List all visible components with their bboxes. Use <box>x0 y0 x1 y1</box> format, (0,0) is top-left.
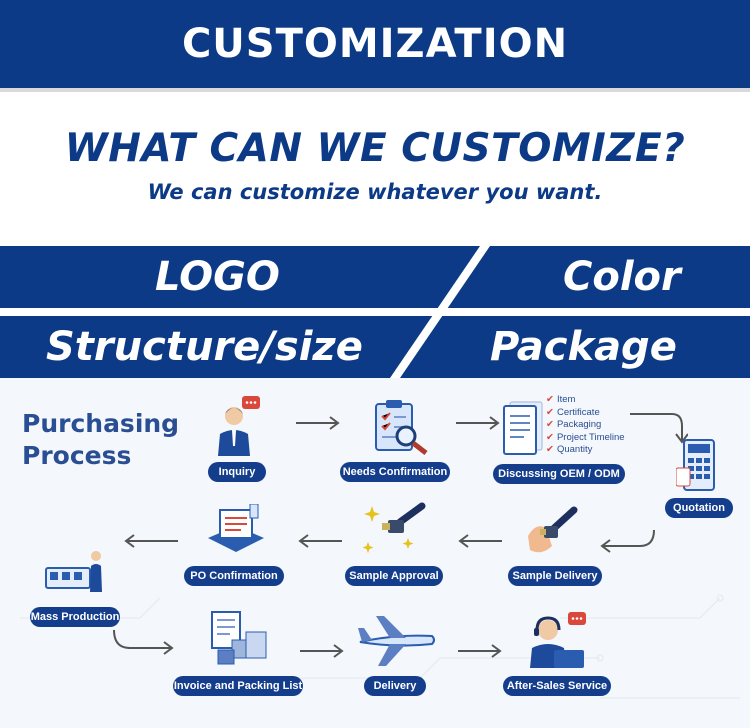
option-color: Color <box>563 254 681 300</box>
option-package: Package <box>490 324 677 370</box>
checklist-item: ✔Project Timeline <box>546 431 625 443</box>
intro-section: WHAT CAN WE CUSTOMIZE? We can customize … <box>0 88 750 246</box>
options-strip-bottom: Structure/size Package <box>0 316 750 378</box>
person-icon <box>218 396 260 456</box>
clipboard-search-icon <box>375 400 428 455</box>
production-line-icon <box>45 551 102 592</box>
checklist-item: ✔Packaging <box>546 419 602 430</box>
strip-gap <box>0 308 750 316</box>
arrow-left-curve-icon <box>600 530 655 553</box>
step-quotation: Quotation <box>665 498 733 518</box>
step-needs-confirmation: Needs Confirmation <box>340 462 450 482</box>
airplane-icon <box>358 616 435 666</box>
arrow-curve-right-icon <box>113 630 174 655</box>
top-banner: CUSTOMIZATION <box>0 0 750 88</box>
process-title-line2: Process <box>22 441 132 470</box>
step-discussing: Discussing OEM / ODM <box>493 464 625 484</box>
arrow-right-icon <box>458 644 502 658</box>
support-agent-icon <box>530 612 586 668</box>
arrow-left-icon <box>298 534 342 548</box>
step-sample-approval: Sample Approval <box>345 566 443 586</box>
oem-checklist: ✔Item ✔Certificate ✔Packaging ✔Project T… <box>546 394 625 457</box>
option-logo: LOGO <box>155 254 280 300</box>
step-inquiry: Inquiry <box>208 462 266 482</box>
headline: WHAT CAN WE CUSTOMIZE? <box>64 126 686 171</box>
step-delivery: Delivery <box>364 676 426 696</box>
purchasing-process-section: Purchasing Process Inquiry Needs Confirm… <box>0 378 750 728</box>
document-tray-icon <box>208 504 264 552</box>
step-invoice: Invoice and Packing List <box>173 676 303 696</box>
step-after-sales: After-Sales Service <box>503 676 611 696</box>
arrow-right-icon <box>456 416 500 430</box>
process-title: Purchasing Process <box>22 408 179 472</box>
banner-title: CUSTOMIZATION <box>181 21 569 67</box>
arrow-right-icon <box>296 416 340 430</box>
checklist-item: ✔Certificate <box>546 406 600 418</box>
step-sample-delivery: Sample Delivery <box>508 566 602 586</box>
calculator-icon <box>676 439 715 491</box>
step-po-confirmation: PO Confirmation <box>184 566 284 586</box>
option-structure: Structure/size <box>46 324 363 370</box>
subline: We can customize whatever you want. <box>147 180 603 204</box>
process-title-line1: Purchasing <box>22 409 180 438</box>
cable-hand-icon <box>528 506 578 553</box>
options-strip-top: LOGO Color <box>0 246 750 308</box>
arrow-left-icon <box>124 534 178 548</box>
checklist-item: ✔Quantity <box>546 444 593 455</box>
document-stack-icon <box>503 401 543 455</box>
checklist-item: ✔Item <box>546 394 576 405</box>
invoice-boxes-icon <box>211 611 267 665</box>
cable-sparkle-icon <box>362 502 426 553</box>
arrow-right-icon <box>300 644 344 658</box>
arrow-curve-icon <box>630 413 688 444</box>
step-mass-production: Mass Production <box>30 607 120 627</box>
arrow-left-icon <box>458 534 502 548</box>
